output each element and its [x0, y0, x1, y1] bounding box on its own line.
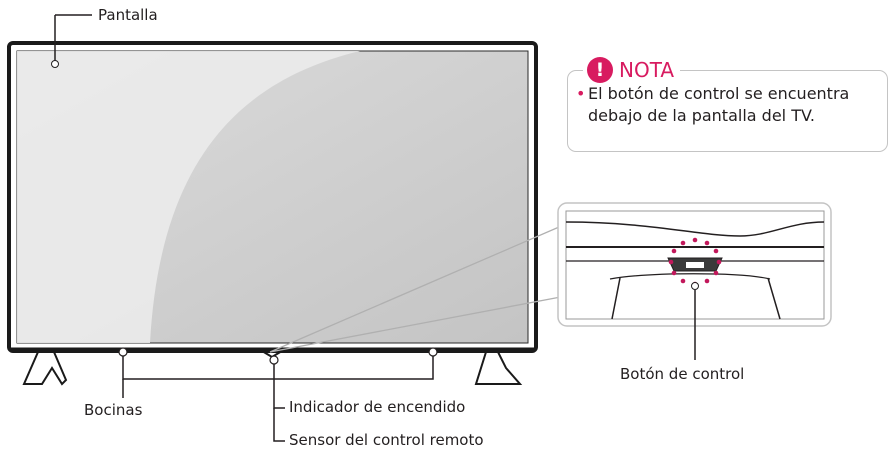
zoom-callout [269, 223, 567, 353]
label-remote-sensor: Sensor del control remoto [289, 431, 484, 449]
leader-speakers [122, 356, 434, 380]
inset-body-curve [609, 273, 771, 280]
inset-stand-left [611, 277, 621, 320]
screen-reflection [17, 51, 360, 343]
inset-screen-edge [565, 221, 825, 237]
stand-left [22, 351, 68, 386]
screen-dot [51, 60, 59, 68]
control-button-dot [691, 282, 699, 290]
stand-right [474, 351, 523, 385]
note-title: NOTA [619, 58, 675, 82]
power-indicator-dot [269, 355, 279, 365]
leader-indicator [273, 364, 285, 409]
note-text: El botón de control se encuentra debajo … [588, 84, 850, 125]
label-speakers: Bocinas [84, 401, 143, 419]
leader-sensor [273, 408, 285, 442]
label-screen: Pantalla [98, 6, 158, 24]
speaker-dot-left [118, 347, 128, 357]
note-bullet: • [576, 84, 586, 103]
speaker-dot-right [428, 347, 438, 357]
label-control-button: Botón de control [620, 365, 745, 383]
note-header: ! NOTA [583, 55, 681, 85]
label-power-indicator: Indicador de encendido [289, 398, 466, 416]
note-box [567, 70, 888, 152]
inset-stand-right [767, 277, 781, 320]
exclamation-icon: ! [587, 57, 613, 83]
note-content: • El botón de control se encuentra debaj… [576, 83, 888, 127]
inset-button-label [686, 262, 704, 268]
control-button-highlight [668, 237, 722, 287]
